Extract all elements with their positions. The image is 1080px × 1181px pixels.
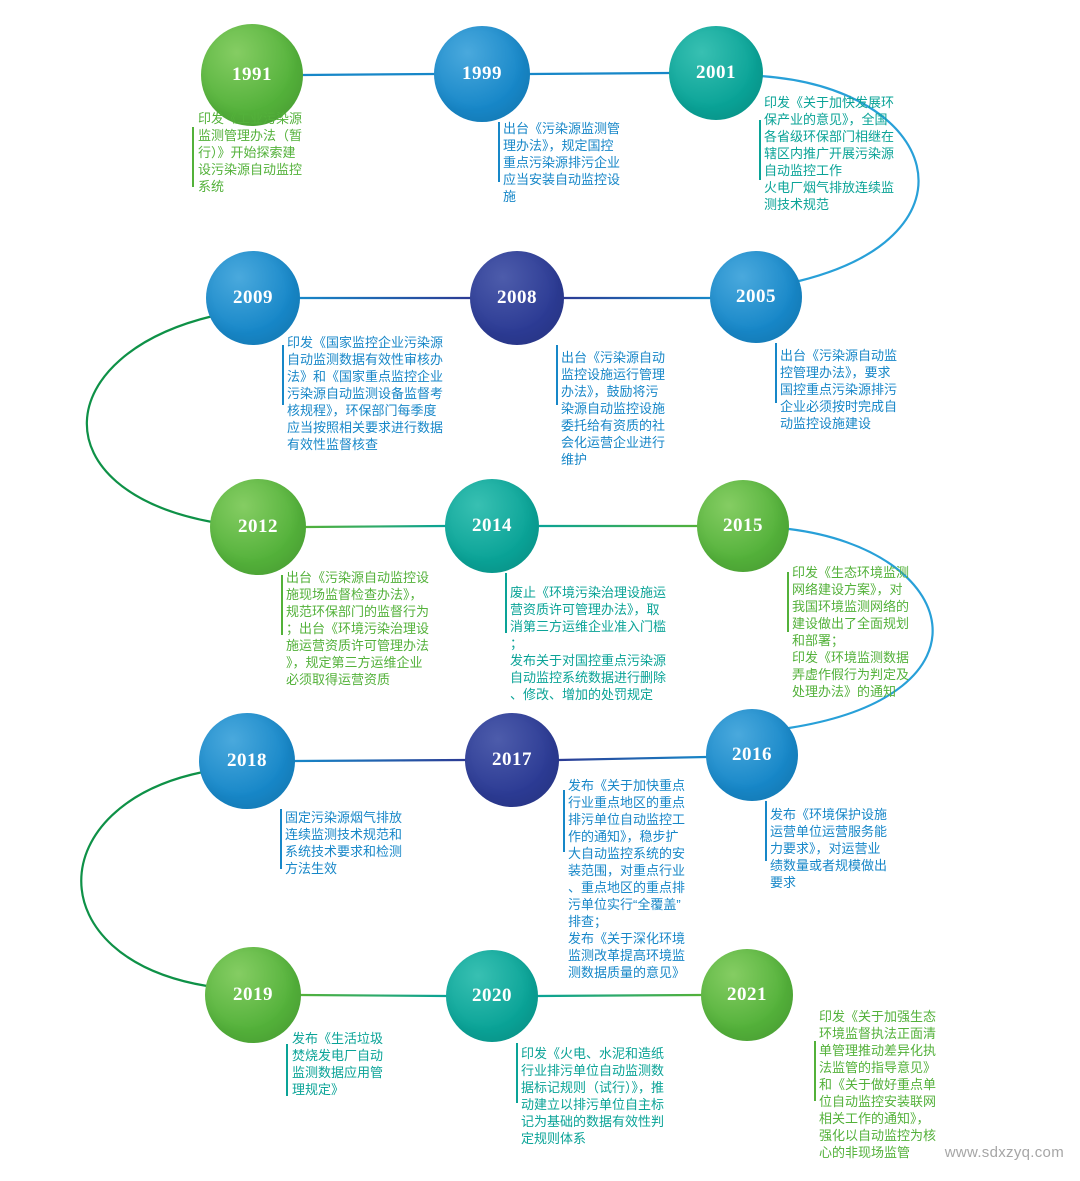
node-connector-tick [563,790,565,852]
node-connector-tick [498,122,500,182]
node-description-2016: 发布《环境保护设施运营单位运营服务能力要求》，对运营业绩数量或者规模做出要求 [770,807,888,890]
year-circle-2018: 2018 [199,713,295,809]
node-description-2009: 印发《国家监控企业污染源自动监测数据有效性审核办法》和《国家重点监控企业污染源自… [287,335,444,452]
node-connector-tick [787,572,789,632]
connector-1991-1999 [301,72,436,77]
year-label: 2021 [727,984,767,1005]
year-label: 2012 [238,516,278,537]
year-circle-2020: 2020 [446,950,538,1042]
year-label: 2018 [227,750,267,771]
watermark: www.sdxzyq.com [944,1144,1064,1161]
node-connector-tick [775,343,777,403]
node-description-2018: 固定污染源烟气排放连续监测技术规范和系统技术要求和检测方法生效 [285,810,403,876]
year-label: 2015 [723,515,763,536]
year-circle-2014: 2014 [445,479,539,573]
node-description-2021: 印发《关于加强生态环境监督执法正面清单管理推动差异化执法监管的指导意见》和《关于… [819,1009,937,1160]
year-label: 2017 [492,749,532,770]
node-description-2017: 发布《关于加快重点行业重点地区的重点排污单位自动监控工作的通知》，稳步扩大自动监… [568,778,686,980]
node-connector-tick [281,575,283,635]
connector-2016-2017 [557,755,708,762]
connector-2015-2016 [787,527,934,730]
connector-2009-2012 [85,314,215,524]
node-description-2005: 出台《污染源自动监控管理办法》，要求国控重点污染源排污企业必须按时完成自动监控设… [780,348,898,431]
node-description-2012: 出台《污染源自动监控设施现场监督检查办法》，规范环保部门的监督行为；出台《环境污… [286,570,430,687]
node-description-2008: 出台《污染源自动监控设施运行管理办法》，鼓励将污染源自动监控设施委托给有资质的社… [561,350,666,467]
node-connector-tick [280,809,282,869]
node-description-1991: 印发《工业污染源监测管理办法（暂行）》开始探索建设污染源自动监控系统 [198,111,303,194]
node-connector-tick [286,1044,288,1096]
year-label: 1991 [232,64,272,85]
connector-2001-2005 [758,74,920,283]
year-circle-2012: 2012 [210,479,306,575]
node-connector-tick [192,127,194,187]
node-description-2001: 印发《关于加快发展环保产业的意见》，全国各省级环保部门相继在辖区内推广开展污染源… [764,95,895,212]
year-circle-2017: 2017 [465,713,559,807]
node-description-1999: 出台《污染源监测管理办法》，规定国控重点污染源排污企业应当安装自动监控设施 [503,121,621,204]
node-connector-tick [282,345,284,405]
node-description-2020: 印发《火电、水泥和造纸行业排污单位自动监测数据标记规则（试行）》，推动建立以排污… [521,1046,665,1146]
connector-2019-2020 [299,993,448,998]
node-connector-tick [814,1041,816,1101]
year-label: 2009 [233,287,273,308]
node-description-2019: 发布《生活垃圾焚烧发电厂自动监测数据应用管理规定》 [292,1031,384,1097]
connector-2020-2021 [536,993,703,998]
connector-2018-2019 [80,770,209,988]
connector-2017-2018 [293,758,467,763]
year-circle-2021: 2021 [701,949,793,1041]
year-circle-2019: 2019 [205,947,301,1043]
year-label: 2020 [472,985,512,1006]
year-circle-2015: 2015 [697,480,789,572]
year-label: 2019 [233,984,273,1005]
year-label: 2008 [497,287,537,308]
connector-1999-2001 [528,71,671,76]
year-circle-1991: 1991 [201,24,303,126]
node-connector-tick [759,120,761,180]
year-circle-2001: 2001 [669,26,763,120]
node-description-2014: 废止《环境污染治理设施运营资质许可管理办法》，取消第三方运维企业准入门槛； 发布… [510,585,667,702]
node-connector-tick [765,801,767,861]
year-circle-2009: 2009 [206,251,300,345]
year-label: 2005 [736,286,776,307]
year-circle-2005: 2005 [710,251,802,343]
year-label: 2016 [732,744,772,765]
year-label: 2001 [696,62,736,83]
year-label: 1999 [462,63,502,84]
node-connector-tick [516,1043,518,1103]
node-connector-tick [556,345,558,405]
node-description-2015: 印发《生态环境监测网络建设方案》，对我国环境监测网络的建设做出了全面规划和部署；… [792,565,910,699]
year-circle-2016: 2016 [706,709,798,801]
year-label: 2014 [472,515,512,536]
node-connector-tick [505,573,507,633]
connector-2012-2014 [304,524,447,529]
year-circle-2008: 2008 [470,251,564,345]
year-circle-1999: 1999 [434,26,530,122]
